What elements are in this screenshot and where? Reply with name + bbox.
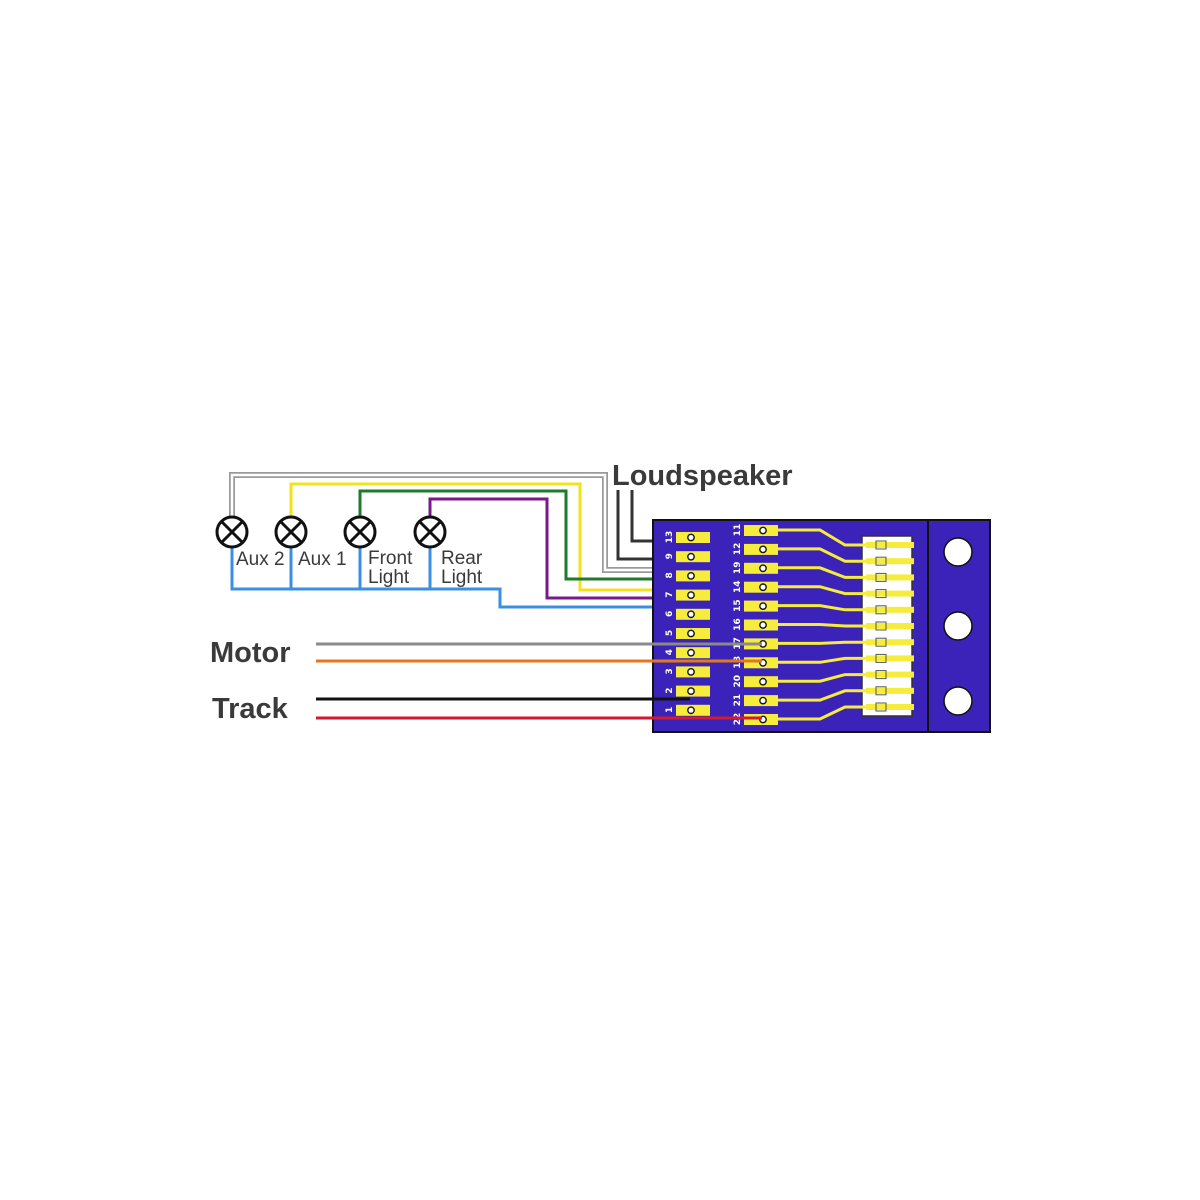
lamp-rear-icon — [413, 515, 447, 549]
pin-number-right: 15 — [733, 599, 743, 612]
solder-hole — [687, 533, 695, 542]
solder-hole — [687, 687, 695, 695]
solder-hole — [759, 621, 767, 629]
pin-number-left: 2 — [665, 687, 675, 693]
solder-hole — [687, 668, 695, 676]
label-front-light-2: Light — [368, 567, 410, 588]
mounting-hole — [943, 686, 973, 716]
pin-number-left: 6 — [665, 611, 675, 617]
pcb-trace — [778, 547, 868, 563]
pin-number-left: 8 — [665, 572, 675, 578]
connector-pin — [866, 655, 914, 662]
solder-hole — [759, 564, 767, 573]
label-track: Track — [212, 693, 289, 725]
connector-cell — [875, 589, 887, 599]
pin-number-left: 1 — [665, 707, 675, 713]
solder-hole — [759, 545, 767, 554]
connector-cell — [875, 637, 887, 647]
mounting-hole — [943, 537, 973, 567]
wire-common-blue — [230, 545, 762, 609]
pin-number-right: 11 — [733, 524, 743, 537]
wire-aux1-green — [358, 489, 690, 581]
solder-hole — [687, 591, 695, 599]
pcb-trace — [778, 673, 868, 683]
connector-pin — [866, 590, 914, 597]
lamp-aux1-icon — [343, 515, 377, 549]
pin-number-right: 14 — [733, 580, 743, 593]
solder-hole — [759, 526, 767, 535]
connector-pin — [866, 687, 914, 694]
pin-number-right: 19 — [733, 562, 743, 575]
wire-rear-purple — [428, 497, 690, 600]
lamp-aux2-left-icon — [215, 515, 249, 549]
connector-pin — [866, 542, 914, 548]
label-loudspeaker: Loudspeaker — [612, 460, 793, 492]
pin-number-left: 13 — [665, 531, 675, 544]
label-rear-light-1: Rear — [441, 548, 483, 569]
wire-aux2-yellow — [289, 482, 690, 592]
connector-cell — [875, 540, 887, 550]
solder-hole — [759, 583, 767, 592]
pin-number-left: 9 — [665, 553, 675, 559]
pin-number-right: 21 — [733, 694, 743, 707]
connector-cell — [875, 702, 887, 712]
pcb-trace — [778, 528, 868, 547]
pin-number-left: 5 — [665, 630, 675, 636]
connector-pin — [866, 639, 914, 646]
pin-number-left: 7 — [665, 591, 675, 597]
solder-hole — [759, 677, 767, 686]
mounting-hole — [943, 611, 973, 641]
pcb-trace — [778, 585, 868, 596]
pin-number-right: 12 — [733, 543, 743, 556]
connector-cell — [875, 556, 887, 566]
label-front-light-1: Front — [368, 548, 413, 569]
solder-hole — [687, 610, 695, 619]
connector-pin — [866, 606, 914, 613]
pin-number-left: 4 — [665, 649, 675, 655]
label-rear-light-2: Light — [441, 567, 483, 588]
pin-number-left: 3 — [665, 668, 675, 674]
connector-pin — [866, 671, 914, 678]
solder-hole — [687, 648, 695, 657]
connector-cell — [875, 572, 887, 582]
solder-hole — [687, 706, 695, 715]
solder-hole — [687, 629, 695, 638]
solder-hole — [759, 696, 767, 705]
solder-hole — [687, 572, 695, 580]
lamp-aux2-icon — [274, 515, 308, 549]
connector-pin — [866, 704, 914, 710]
solder-hole — [687, 552, 695, 561]
solder-hole — [759, 602, 767, 610]
pcb-trace — [778, 705, 868, 721]
connector-pin — [866, 558, 914, 565]
label-motor: Motor — [210, 637, 291, 669]
pcb-trace — [778, 604, 868, 612]
pcb-trace — [778, 689, 868, 702]
connector-pin — [866, 574, 914, 581]
pin-number-right: 16 — [733, 618, 743, 631]
connector-cell — [875, 686, 887, 696]
label-aux2: Aux 2 — [236, 549, 285, 570]
pcb-trace — [778, 623, 868, 628]
pin-number-right: 20 — [733, 675, 743, 688]
label-aux1: Aux 1 — [298, 549, 347, 570]
connector-cell — [875, 605, 887, 615]
connector-cell — [875, 621, 887, 631]
pcb-trace — [778, 656, 868, 664]
connector-cell — [875, 653, 887, 663]
connector-cell — [875, 670, 887, 680]
connector-pin — [866, 623, 914, 629]
pcb-trace — [778, 640, 868, 645]
pcb-trace — [778, 566, 868, 579]
